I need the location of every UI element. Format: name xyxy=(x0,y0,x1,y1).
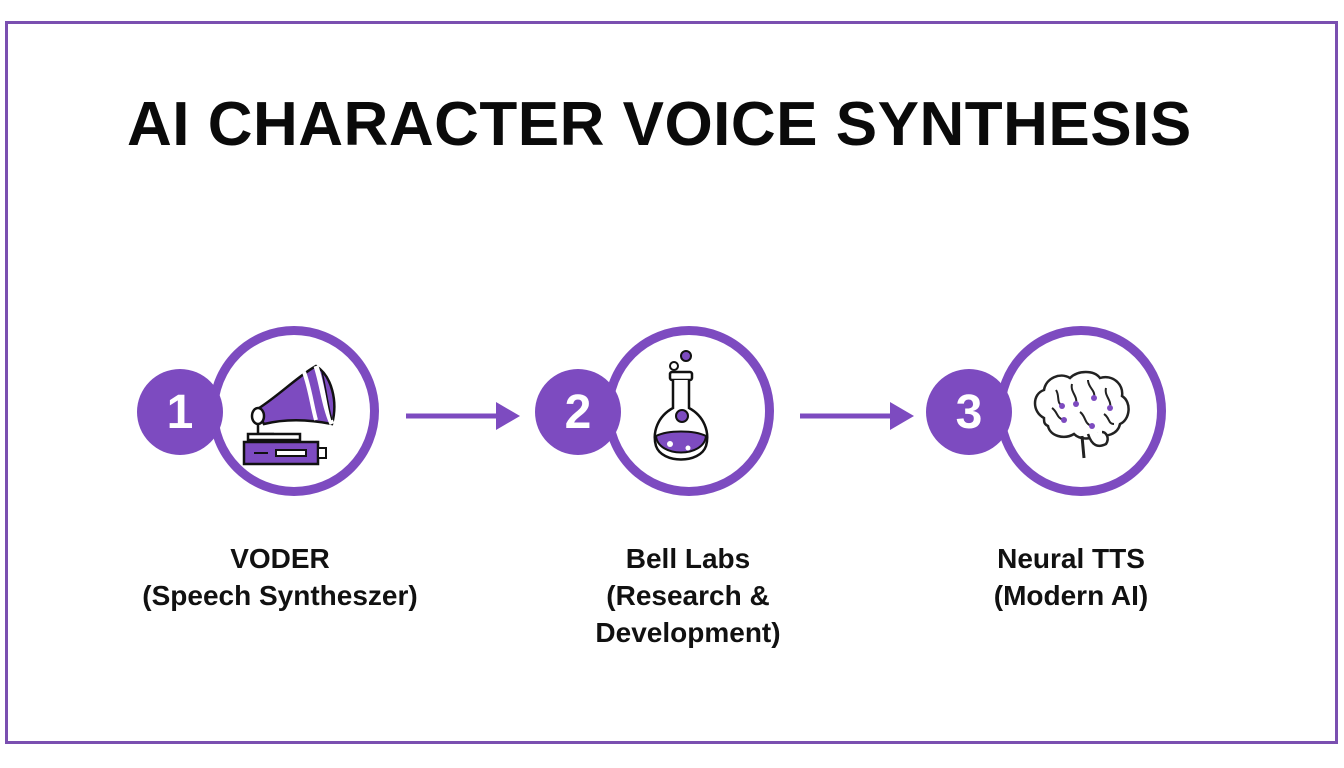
step-2-badge: 2 xyxy=(535,369,621,455)
step-1-badge: 1 xyxy=(137,369,223,455)
step-3-label-line2: (Modern AI) xyxy=(993,580,1149,611)
page-title: AI CHARACTER VOICE SYNTHESIS xyxy=(127,90,1192,159)
step-2-label-line2: (Research & xyxy=(606,580,770,611)
step-3-label: Neural TTS (Modern AI) xyxy=(911,540,1231,614)
arrow-right-icon xyxy=(800,402,914,430)
step-2-label-line3: Development) xyxy=(595,617,781,648)
step-2-label-line1: Bell Labs xyxy=(625,543,751,574)
step-1-label-line2: (Speech Syntheszer) xyxy=(142,580,418,611)
flask-icon xyxy=(653,350,709,461)
step-2-label: Bell Labs (Research & Development) xyxy=(528,540,848,651)
step-3-label-line1: Neural TTS xyxy=(997,543,1145,574)
gramophone-icon xyxy=(242,364,336,466)
arrow-right-icon xyxy=(406,402,520,430)
step-1-label-line1: VODER xyxy=(230,543,330,574)
step-1-label: VODER (Speech Syntheszer) xyxy=(120,540,440,614)
brain-icon xyxy=(1033,370,1130,459)
outer-frame xyxy=(5,21,1338,744)
step-3-badge: 3 xyxy=(926,369,1012,455)
